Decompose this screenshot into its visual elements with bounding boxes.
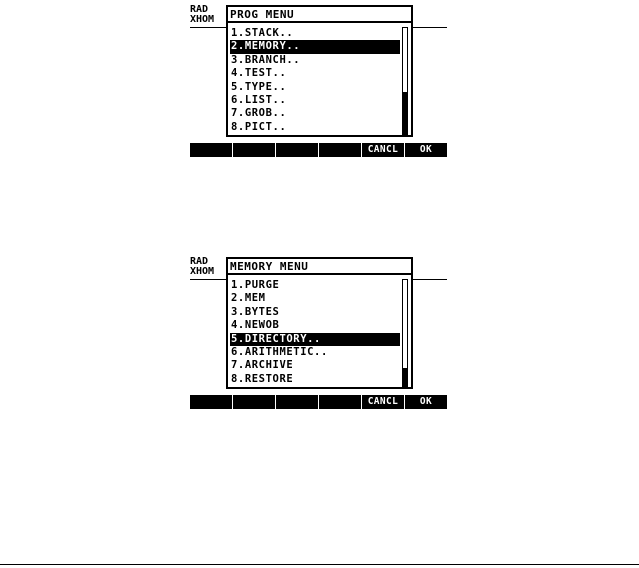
softkey-3[interactable] — [276, 143, 319, 157]
scrollbar-thumb[interactable] — [403, 368, 407, 386]
softkey-4[interactable] — [319, 143, 362, 157]
angle-mode: RAD — [190, 256, 209, 267]
menu-list: 1.PURGE 2.MEM 3.BYTES 4.NEWOB 5.DIRECTOR… — [230, 279, 400, 386]
menu-item-test[interactable]: 4.TEST.. — [231, 67, 287, 80]
menu-item-stack[interactable]: 1.STACK.. — [231, 27, 294, 39]
softkey-3[interactable] — [276, 395, 319, 409]
ok-softkey[interactable]: OK — [405, 143, 447, 157]
softkey-1[interactable] — [190, 395, 233, 409]
menu-item-bytes[interactable]: 3.BYTES — [231, 305, 280, 318]
directory-indicator: XHOM — [190, 14, 215, 25]
softkey-2[interactable] — [233, 395, 276, 409]
menu-item-archive[interactable]: 7.ARCHIVE — [231, 359, 294, 372]
softkey-bar: CANCL OK — [190, 395, 447, 409]
calculator-screen-prog-menu: RAD XHOM PROG MENU 1.STACK.. 2.MEMORY.. … — [190, 5, 447, 157]
directory-indicator: XHOM — [190, 266, 215, 277]
cancel-softkey[interactable]: CANCL — [362, 395, 405, 409]
menu-item-arithmetic[interactable]: 6.ARITHMETIC.. — [231, 345, 328, 358]
dialog-title: MEMORY MENU — [228, 259, 411, 275]
menu-item-grob[interactable]: 7.GROB.. — [231, 107, 287, 120]
page-bottom-rule — [0, 564, 639, 565]
softkey-2[interactable] — [233, 143, 276, 157]
menu-item-branch[interactable]: 3.BRANCH.. — [231, 53, 301, 66]
menu-list: 1.STACK.. 2.MEMORY.. 3.BRANCH.. 4.TEST..… — [230, 27, 400, 134]
menu-item-restore[interactable]: 8.RESTORE — [231, 372, 294, 385]
prog-menu-dialog: PROG MENU 1.STACK.. 2.MEMORY.. 3.BRANCH.… — [226, 5, 413, 137]
softkey-4[interactable] — [319, 395, 362, 409]
menu-item-newob[interactable]: 4.NEWOB — [231, 319, 280, 332]
ok-softkey[interactable]: OK — [405, 395, 447, 409]
scrollbar[interactable] — [402, 27, 408, 135]
cancel-softkey[interactable]: CANCL — [362, 143, 405, 157]
menu-item-type[interactable]: 5.TYPE.. — [231, 80, 287, 93]
menu-item-directory[interactable]: 5.DIRECTORY.. — [230, 332, 400, 346]
memory-menu-dialog: MEMORY MENU 1.PURGE 2.MEM 3.BYTES 4.NEWO… — [226, 257, 413, 389]
dialog-title: PROG MENU — [228, 7, 411, 23]
menu-item-pict[interactable]: 8.PICT.. — [231, 120, 287, 133]
scrollbar[interactable] — [402, 279, 408, 387]
menu-item-list[interactable]: 6.LIST.. — [231, 93, 287, 106]
angle-mode: RAD — [190, 4, 209, 15]
scrollbar-thumb[interactable] — [403, 92, 407, 134]
menu-item-memory[interactable]: 2.MEMORY.. — [230, 40, 400, 54]
status-area: RAD XHOM — [190, 5, 228, 25]
menu-item-mem[interactable]: 2.MEM — [231, 292, 266, 305]
softkey-bar: CANCL OK — [190, 143, 447, 157]
softkey-1[interactable] — [190, 143, 233, 157]
menu-item-purge[interactable]: 1.PURGE — [231, 279, 280, 291]
calculator-screen-memory-menu: RAD XHOM MEMORY MENU 1.PURGE 2.MEM 3.BYT… — [190, 257, 447, 409]
status-area: RAD XHOM — [190, 257, 228, 277]
